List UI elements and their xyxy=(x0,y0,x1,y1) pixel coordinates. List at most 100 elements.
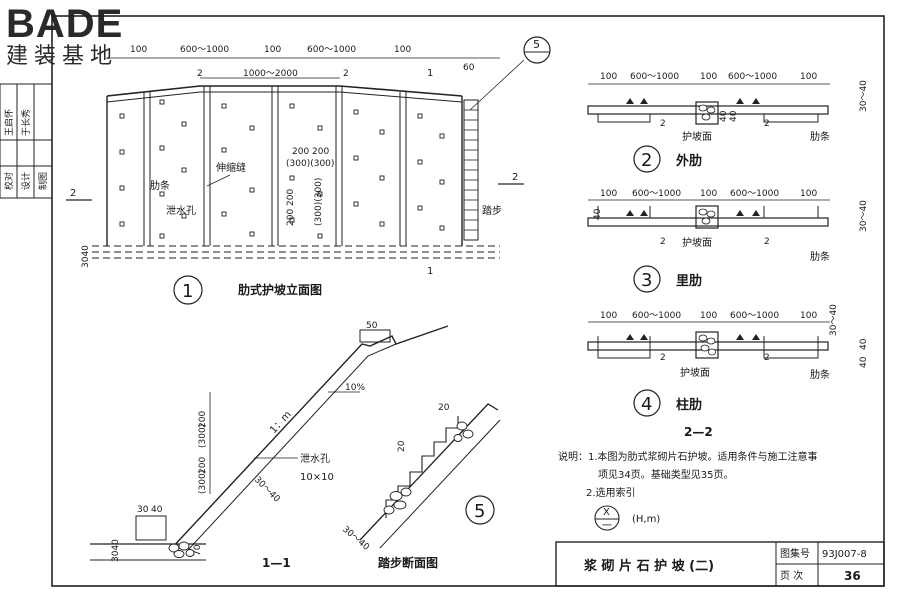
steps-section: 20 20 30～40 5 踏步断面图 xyxy=(340,403,501,570)
sec4-dim-5: 100 xyxy=(800,311,817,321)
signature-1: 王启怀 xyxy=(3,109,15,136)
sec4-dim-4: 600～1000 xyxy=(730,311,779,321)
sec4-left-40b: 40 xyxy=(859,356,869,368)
sec3-dim-2: 600～1000 xyxy=(632,189,681,199)
logo-text: BADE xyxy=(6,2,124,46)
sec11-foot-dim: 3040 xyxy=(111,539,121,562)
elev-label-drain: 泄水孔 xyxy=(166,204,196,217)
note-line-3: 2.选用索引 xyxy=(586,486,636,499)
sec3-left-40: 40 xyxy=(593,208,603,220)
sec2-left-40b: 40 xyxy=(729,110,739,122)
sec3-side-dim: 30～40 xyxy=(859,200,869,232)
elev-label-rib: 肋条 xyxy=(150,179,170,192)
rib-section-column: 100 600～1000 100 600～1000 100 30～40 40 4… xyxy=(587,304,869,417)
note-line-1: 说明：1.本图为肋式浆砌片石护坡。适用条件与施工注意事 xyxy=(558,450,818,463)
sec4-name: 柱肋 xyxy=(676,397,702,413)
note-line-2: 项见34页。基础类型见35页。 xyxy=(598,468,733,481)
elev-dim-span-a: 600～1000 xyxy=(180,45,229,55)
elev-side-dim: 3040 xyxy=(81,245,91,268)
role-draw: 制图 xyxy=(37,172,49,190)
sec11-drain-label: 泄水孔 xyxy=(300,452,330,465)
rib-section-inner: 100 600～1000 100 600～1000 100 30～40 40 2… xyxy=(587,189,869,293)
sec2-left-40a: 40 xyxy=(719,110,729,122)
steps-fig-number: 5 xyxy=(474,501,485,522)
sec2-face-label: 护坡面 xyxy=(682,130,712,143)
section-2-2-group: 100 600～1000 100 600～1000 100 30～40 40 4… xyxy=(587,72,869,439)
notes-block: 说明：1.本图为肋式浆砌片石护坡。适用条件与施工注意事 项见34页。基础类型见3… xyxy=(558,450,818,532)
sec4-dim-2: 600～1000 xyxy=(632,311,681,321)
sec11-dim-200a: 200 xyxy=(198,411,208,428)
elev-label-step: 踏步 xyxy=(482,204,502,217)
elev-grid-h: 200 200 xyxy=(292,147,329,157)
elev-dim-mid: 1000～2000 xyxy=(243,69,298,79)
page-value: 36 xyxy=(844,569,861,583)
brand-logo: BADE 建装基地 xyxy=(6,4,146,70)
sec3-mark-b: 2 xyxy=(764,237,770,247)
elev-index-number: 5 xyxy=(533,38,540,51)
sec4-dim-3: 100 xyxy=(700,311,717,321)
sec2-dim-4: 600～1000 xyxy=(728,72,777,82)
sec11-dim-300b: (300) xyxy=(198,470,208,494)
sec3-dim-1: 100 xyxy=(600,189,617,199)
sec2-side-dim: 30～40 xyxy=(859,80,869,112)
note-index-bottom: 一 xyxy=(602,521,612,532)
elev-mark-2-left: 2 xyxy=(70,188,76,199)
sec3-dim-4: 600～1000 xyxy=(730,189,779,199)
sec4-left-40a: 40 xyxy=(859,338,869,350)
sec2-number: 2 xyxy=(641,150,652,171)
sec11-top-dim: 50 xyxy=(366,321,378,331)
sec11-dim-300a: (300) xyxy=(198,424,208,448)
sec3-number: 3 xyxy=(641,270,652,291)
elev-dim-100b: 100 xyxy=(264,45,281,55)
elev-dim-100c: 100 xyxy=(394,45,411,55)
elev-grid-h2: (300)(300) xyxy=(286,159,334,169)
note-index-param: (H,m) xyxy=(632,514,660,525)
sec11-base-40: 40 xyxy=(151,505,163,515)
elev-dim-60: 60 xyxy=(463,63,475,73)
title-block: 浆 砌 片 石 护 坡 (二) 图集号 93J007-8 页 次 36 xyxy=(555,541,885,587)
sec11-drain-size: 10×10 xyxy=(300,472,334,483)
elev-grid-v2: (300)(300) xyxy=(314,178,324,226)
steps-dim-base: 30～40 xyxy=(340,525,371,553)
elev-fig-number: 1 xyxy=(182,281,193,302)
sec4-rib-label: 肋条 xyxy=(810,368,830,381)
sec11-dim-200b: 200 xyxy=(198,457,208,474)
rubble-stones xyxy=(168,541,195,558)
note-index-top: X xyxy=(603,507,610,518)
sec4-dim-1: 100 xyxy=(600,311,617,321)
sec3-mark-a: 2 xyxy=(660,237,666,247)
elev-sec-mark-top: 1 xyxy=(427,68,433,79)
sec4-side-dim: 30～40 xyxy=(829,304,839,336)
steps-top-dim: 20 xyxy=(438,403,450,413)
elev-sec-mark-bottom: 1 xyxy=(427,266,433,277)
elev-title: 肋式护坡立面图 xyxy=(238,282,322,297)
elev-label-joint: 伸缩缝 xyxy=(216,161,246,174)
elevation-drawing: 100 600～1000 100 600～1000 100 60 1000～20… xyxy=(66,36,551,305)
elev-mark-2a: 2 xyxy=(197,69,203,79)
sec3-dim-5: 100 xyxy=(800,189,817,199)
sec2-dim-5: 100 xyxy=(800,72,817,82)
sec2-rib-label: 肋条 xyxy=(810,130,830,143)
sec2-dim-1: 100 xyxy=(600,72,617,82)
elev-mark-2-right: 2 xyxy=(512,172,518,183)
sec11-slope: 10% xyxy=(345,383,365,393)
rib-section-outer: 100 600～1000 100 600～1000 100 30～40 40 4… xyxy=(587,72,869,173)
elev-mark-2b: 2 xyxy=(343,69,349,79)
signature-2: 于长秀 xyxy=(20,109,32,136)
sec2-name: 外肋 xyxy=(675,153,702,169)
sec4-mark-a: 2 xyxy=(660,353,666,363)
role-check: 校对 xyxy=(3,172,15,190)
sec11-foot-70: 70 xyxy=(193,544,203,556)
title-block-title: 浆 砌 片 石 护 坡 (二) xyxy=(583,558,714,574)
sec4-mark-b: 2 xyxy=(764,353,770,363)
sec2-mark-b: 2 xyxy=(764,119,770,129)
logo-subtitle: 建装基地 xyxy=(6,44,119,69)
page-label: 页 次 xyxy=(780,569,803,582)
drain-holes xyxy=(119,99,445,239)
sec11-thick: 30～40 xyxy=(252,475,282,505)
steps-title: 踏步断面图 xyxy=(378,555,438,570)
elev-dim-span-b: 600～1000 xyxy=(307,45,356,55)
sec11-base-30: 30 xyxy=(137,505,149,515)
